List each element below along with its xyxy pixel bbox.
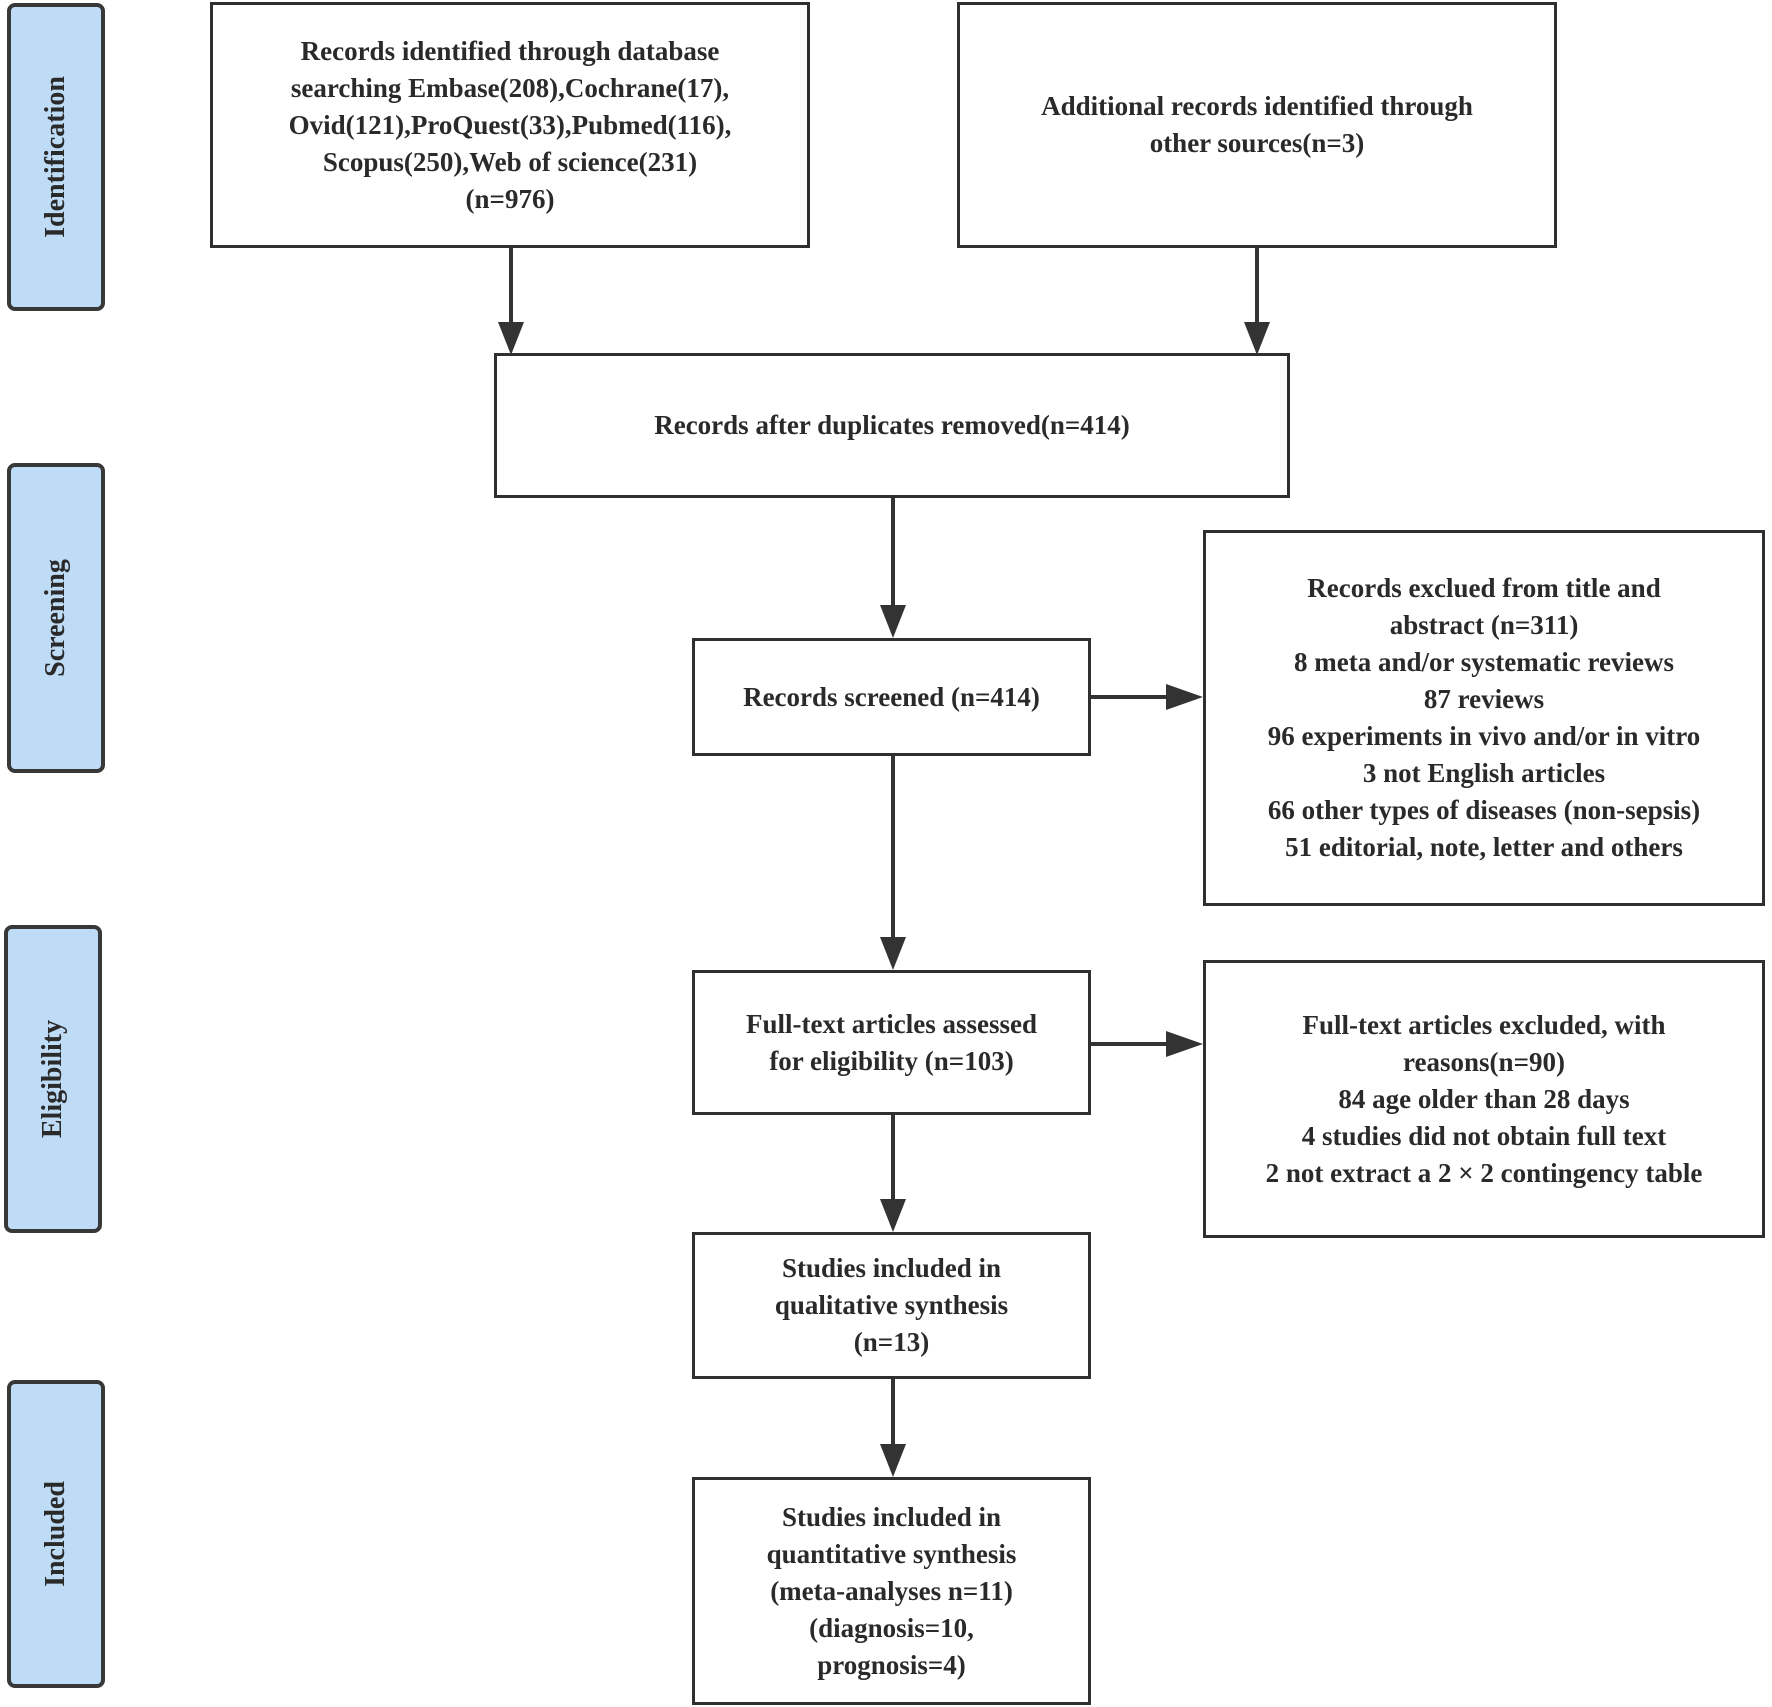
quantitative-line-5: prognosis=4) [817, 1649, 966, 1680]
records-excluded-line-5: 96 experiments in vivo and/or in vitro [1267, 721, 1701, 751]
full-text-excluded-line-2: reasons(n=90) [1403, 1046, 1565, 1077]
database-search-line-3: Ovid(121),ProQuest(33),Pubmed(116), [288, 109, 732, 140]
stage-included: Included [7, 1380, 105, 1688]
box-records-excluded: Records exclued from title and abstract … [1203, 530, 1765, 906]
quantitative-line-2: quantitative synthesis [766, 1538, 1017, 1569]
other-sources-line-2: other sources(n=3) [1149, 128, 1365, 158]
box-full-text-excluded: Full-text articles excluded, with reason… [1203, 960, 1765, 1238]
full-text-assessed-line-2: for eligibility (n=103) [769, 1045, 1014, 1076]
arrowhead-screened [880, 605, 906, 638]
arrowhead-quantitative [880, 1444, 906, 1477]
box-quantitative-synthesis: Studies included in quantitative synthes… [692, 1477, 1091, 1705]
records-excluded-line-3: 8 meta and/or systematic reviews [1294, 647, 1674, 677]
arrowhead-excluded-screening [1166, 684, 1203, 710]
arrowhead-other [1244, 322, 1270, 355]
arrowhead-qualitative [880, 1199, 906, 1232]
box-full-text-assessed: Full-text articles assessed for eligibil… [692, 970, 1091, 1115]
full-text-excluded-line-4: 4 studies did not obtain full text [1301, 1120, 1667, 1151]
database-search-line-1: Records identified through database [300, 35, 720, 66]
stage-identification: Identification [7, 3, 105, 311]
box-other-sources: Additional records identified through ot… [957, 2, 1557, 248]
database-search-line-4: Scopus(250),Web of science(231) [322, 146, 698, 177]
records-screened-line-1: Records screened (n=414) [743, 681, 1040, 712]
other-sources-line-1: Additional records identified through [1041, 91, 1473, 121]
box-qualitative-synthesis: Studies included in qualitative synthesi… [692, 1232, 1091, 1379]
arrowhead-fulltext [880, 937, 906, 970]
duplicates-removed-line-1: Records after duplicates removed(n=414) [654, 410, 1130, 440]
full-text-excluded-line-1: Full-text articles excluded, with [1302, 1009, 1666, 1040]
full-text-excluded-line-5: 2 not extract a 2 × 2 contingency table [1265, 1157, 1703, 1188]
quantitative-line-1: Studies included in [781, 1501, 1002, 1532]
records-excluded-line-2: abstract (n=311) [1389, 610, 1579, 640]
arrowhead-excluded-eligibility [1166, 1031, 1203, 1057]
records-excluded-line-4: 87 reviews [1423, 684, 1545, 714]
arrowhead-search [498, 322, 524, 355]
records-excluded-line-1: Records exclued from title and [1307, 573, 1661, 603]
full-text-assessed-line-1: Full-text articles assessed [746, 1008, 1037, 1039]
full-text-excluded-line-3: 84 age older than 28 days [1338, 1083, 1630, 1114]
qualitative-line-3: (n=13) [853, 1327, 930, 1357]
records-excluded-line-7: 66 other types of diseases (non-sepsis) [1267, 795, 1701, 825]
qualitative-line-2: qualitative synthesis [774, 1290, 1009, 1320]
box-records-screened: Records screened (n=414) [692, 638, 1091, 756]
records-excluded-line-8: 51 editorial, note, letter and others [1285, 832, 1683, 862]
database-search-line-2: searching Embase(208),Cochrane(17), [290, 72, 730, 103]
box-duplicates-removed: Records after duplicates removed(n=414) [494, 353, 1290, 498]
stage-screening: Screening [7, 463, 105, 773]
records-excluded-line-6: 3 not English articles [1362, 758, 1606, 788]
box-database-search: Records identified through database sear… [210, 2, 810, 248]
database-search-line-5: (n=976) [465, 183, 555, 214]
quantitative-line-3: (meta-analyses n=11) [770, 1575, 1013, 1606]
quantitative-line-4: (diagnosis=10, [809, 1612, 974, 1643]
qualitative-line-1: Studies included in [781, 1253, 1002, 1283]
stage-eligibility: Eligibility [4, 925, 102, 1233]
